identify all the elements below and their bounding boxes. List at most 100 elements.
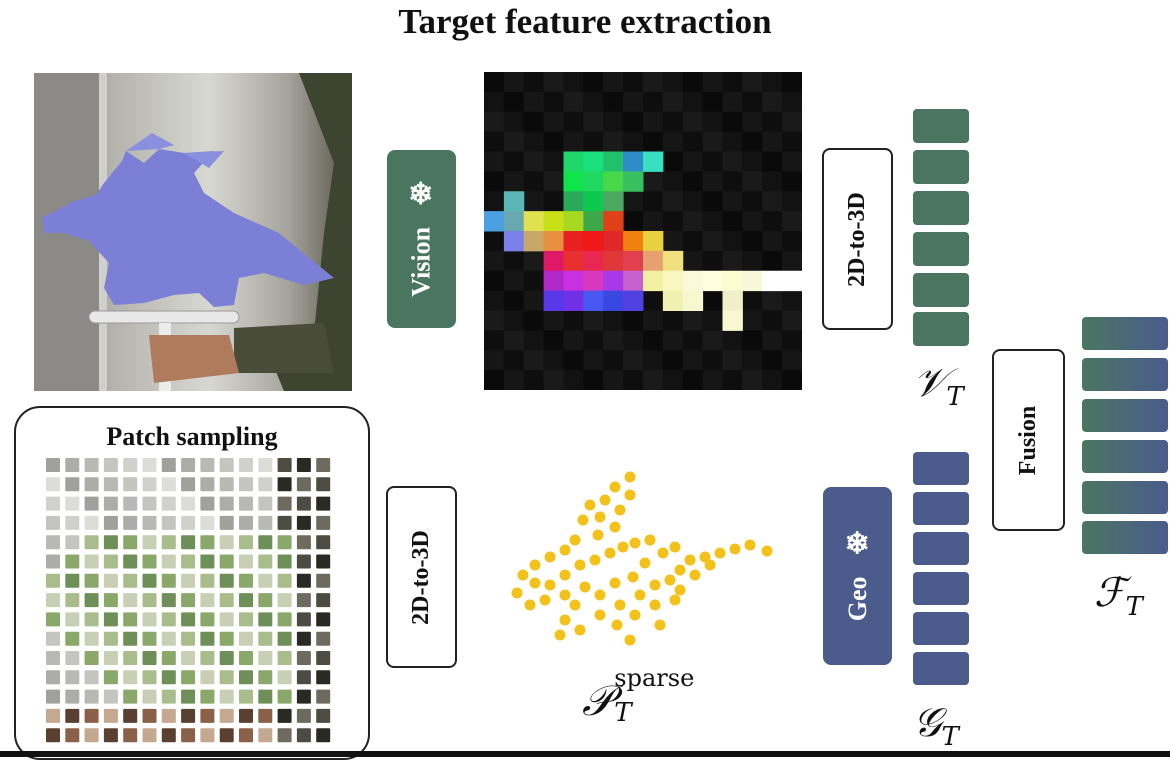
feature-cell (742, 270, 763, 292)
patch-cell (316, 535, 331, 550)
feature-cell (782, 131, 803, 152)
patch-cell (239, 573, 253, 588)
feature-cell (682, 151, 704, 172)
patch-cell (219, 670, 234, 685)
sparse-point (569, 599, 581, 611)
patch-grid (46, 458, 331, 743)
patch-cell (142, 554, 157, 569)
patch-cell (239, 728, 253, 743)
patch-cell (65, 477, 80, 492)
fused-token (1082, 358, 1168, 391)
patch-cell (161, 554, 176, 569)
feature-cell (503, 290, 525, 311)
feature-cell (603, 231, 624, 252)
feature-cell (782, 151, 803, 172)
patch-cell (200, 612, 215, 627)
patch-cell (181, 708, 196, 723)
fusion-label: Fusion (1015, 405, 1041, 475)
patch-cell (296, 458, 311, 472)
patch-cell (316, 554, 331, 569)
feature-cell (643, 310, 664, 331)
feature-cell (603, 330, 624, 351)
feature-cell (662, 191, 684, 212)
feature-cell (782, 370, 803, 391)
patch-cell (239, 554, 253, 569)
feature-cell (742, 111, 763, 133)
patch-cell (84, 670, 99, 685)
patch-cell (65, 670, 80, 685)
sparse-point (524, 599, 536, 611)
sparse-point (569, 534, 581, 546)
patch-cell (46, 631, 60, 646)
feature-cell (523, 250, 545, 272)
fused-token (1082, 317, 1168, 350)
sparse-point (649, 599, 661, 611)
patch-cell (103, 631, 118, 646)
feature-cell (543, 171, 564, 192)
geo-features-label: 𝒢T (913, 700, 959, 752)
vision-token (913, 150, 969, 184)
feature-cell (563, 310, 584, 331)
feature-cell (702, 310, 723, 331)
feature-cell (762, 350, 783, 371)
feature-cell (523, 370, 545, 391)
sparse-point (614, 599, 626, 611)
sparse-point (609, 481, 621, 493)
patch-cell (142, 573, 157, 588)
patch-cell (277, 535, 292, 550)
feature-cell (662, 250, 684, 272)
feature-cell (722, 350, 743, 371)
feature-cell (583, 330, 604, 351)
patch-cell (239, 515, 253, 530)
sparse-point (669, 541, 681, 553)
patch-cell (161, 593, 176, 608)
patch-cell (316, 573, 331, 588)
patch-cell (84, 496, 99, 511)
feature-cell (702, 270, 723, 292)
feature-cell (682, 171, 704, 192)
feature-cell (543, 111, 564, 133)
patch-cell (46, 612, 60, 627)
feature-cell (722, 290, 743, 311)
lift-top-label: 2D-to-3D (844, 191, 871, 287)
feature-cell (603, 131, 624, 152)
patch-cell (103, 728, 118, 743)
feature-cell (484, 91, 505, 113)
feature-cell (623, 290, 644, 311)
feature-cell (682, 231, 704, 252)
patch-cell (123, 708, 138, 723)
feature-cell (742, 91, 763, 113)
patch-cell (316, 631, 331, 646)
feature-cell (523, 310, 545, 331)
feature-cell (603, 310, 624, 331)
feature-cell (484, 131, 505, 152)
feature-cell (623, 270, 644, 292)
feature-cell (643, 250, 664, 272)
sparse-point (699, 551, 711, 563)
patch-cell (296, 728, 311, 743)
sparse-point (627, 571, 639, 583)
feature-cell (682, 290, 704, 311)
feature-cell (623, 91, 644, 113)
patch-cell (316, 612, 331, 627)
lift-2d-to-3d-top: 2D-to-3D (822, 148, 893, 330)
feature-cell (662, 111, 684, 133)
feature-cell (563, 111, 584, 133)
vision-token (913, 191, 969, 225)
feature-cell (603, 72, 624, 93)
feature-cell (662, 270, 684, 292)
feature-cell (484, 191, 505, 212)
patch-cell (181, 670, 196, 685)
feature-cell (484, 370, 505, 391)
feature-cell (484, 310, 505, 331)
sparse-points-label: 𝒫 sparse T (582, 664, 695, 728)
patch-cell (142, 535, 157, 550)
feature-cell (762, 211, 783, 232)
patch-cell (200, 651, 215, 665)
sparse-point (654, 619, 666, 631)
patch-cell (84, 515, 99, 530)
sparse-point (634, 589, 646, 601)
patch-cell (181, 554, 196, 569)
sparse-point (611, 619, 623, 631)
snowflake-icon: ❄ (408, 177, 434, 211)
